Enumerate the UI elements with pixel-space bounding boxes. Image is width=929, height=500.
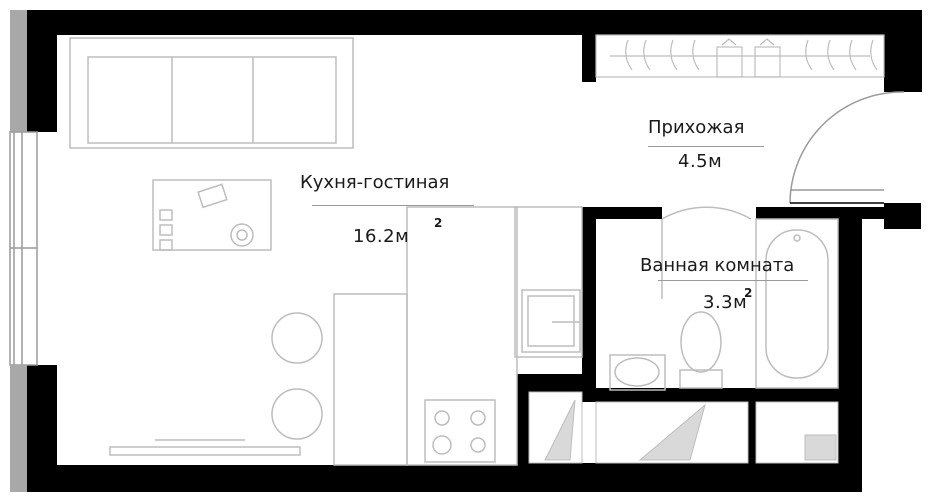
living-room-name: Кухня-гостиная	[300, 172, 450, 193]
bath-room-rule	[658, 280, 808, 281]
sofa	[69, 37, 354, 149]
living-room-area-unit: 2	[434, 216, 443, 230]
walls	[27, 10, 922, 492]
wardrobe	[595, 34, 885, 78]
living-room-area: 16.2м	[353, 226, 410, 247]
living-room-rule	[312, 205, 474, 206]
entrance-door	[789, 91, 905, 204]
dining-set	[109, 293, 408, 466]
bathroom-fixtures	[609, 206, 839, 391]
bath-room-name: Ванная комната	[640, 255, 795, 276]
kitchen-unit	[406, 206, 583, 466]
ventilation-shafts	[528, 391, 839, 464]
hall-room-name: Прихожая	[648, 117, 745, 138]
desk	[152, 179, 272, 251]
hall-room-rule	[648, 146, 764, 147]
hall-room-area: 4.5м	[678, 151, 723, 172]
bath-room-area-unit: 2	[744, 286, 753, 300]
bath-room-area: 3.3м	[703, 292, 748, 313]
windows	[9, 10, 38, 492]
